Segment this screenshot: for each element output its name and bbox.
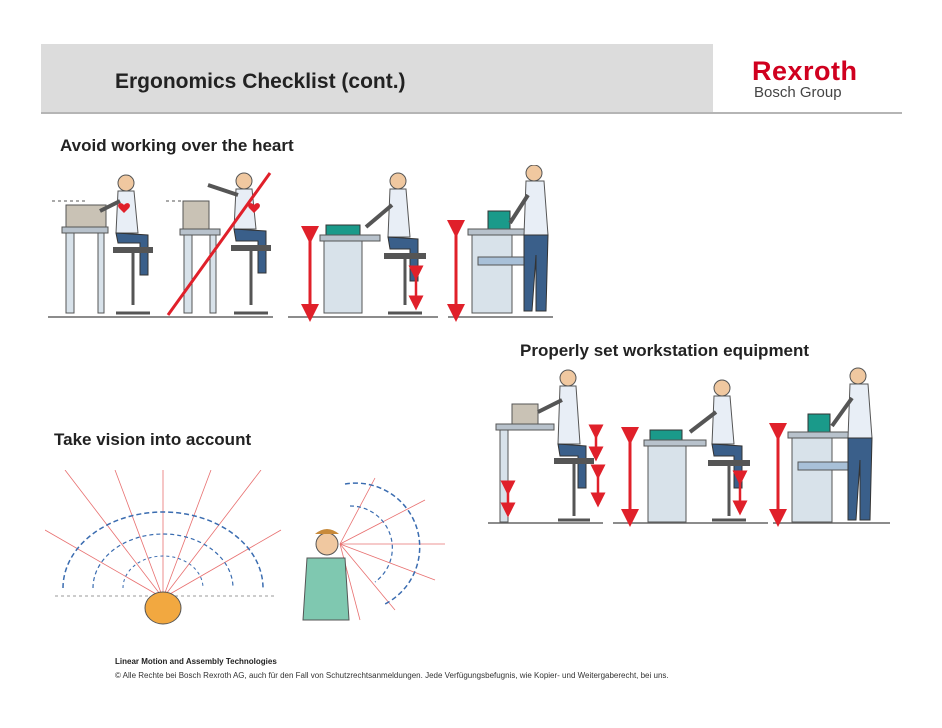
- page-title: Ergonomics Checklist (cont.): [115, 70, 406, 93]
- vision-field-icon: [302, 477, 445, 621]
- worker-seated-icon: [301, 172, 426, 322]
- worker-seated-icon: [621, 379, 750, 527]
- illustration-workstation-row: [488, 367, 890, 527]
- heart-icon: [118, 203, 130, 213]
- section-heading-vision: Take vision into account: [54, 430, 252, 449]
- section-heading-avoid-heart: Avoid working over the heart: [60, 136, 294, 155]
- worker-standing-icon: [769, 367, 873, 527]
- illustration-top-row: [48, 165, 553, 322]
- footer-company: Linear Motion and Assembly Technologies: [115, 657, 277, 666]
- vision-field-icon: [45, 470, 282, 625]
- header-divider: [41, 112, 902, 114]
- worker-seated-icon: [166, 172, 272, 316]
- cross-out-line: [166, 172, 272, 316]
- brand-logo: Rexroth Bosch Group: [752, 58, 872, 102]
- head-top-view-icon: [144, 591, 182, 625]
- head-side-view-icon: [315, 532, 339, 556]
- footer-copyright: © Alle Rechte bei Bosch Rexroth AG, auch…: [115, 671, 669, 680]
- logo-wordmark: Rexroth: [752, 56, 858, 86]
- illustration-vision: [45, 470, 445, 625]
- worker-standing-icon: [447, 165, 549, 322]
- worker-seated-icon: [52, 174, 153, 315]
- header-band: [41, 44, 713, 112]
- section-heading-workstation: Properly set workstation equipment: [520, 341, 810, 360]
- worker-seated-icon: [495, 369, 606, 523]
- logo-subtitle: Bosch Group: [754, 84, 842, 101]
